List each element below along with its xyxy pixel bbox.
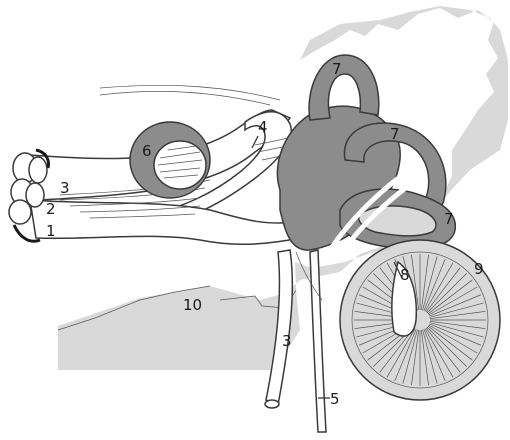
label-7-lateral: 7 (444, 210, 454, 228)
label-1: 1 (46, 222, 56, 240)
label-8: 8 (400, 266, 410, 284)
label-7-superior: 7 (332, 60, 342, 78)
nerve-descending-5 (310, 250, 326, 432)
lower-tissue (58, 286, 300, 370)
label-6: 6 (142, 142, 152, 160)
nerve-bundle-lower-tube (30, 200, 300, 244)
label-9: 9 (474, 260, 484, 278)
label-7-posterior: 7 (390, 125, 400, 143)
label-5: 5 (330, 390, 340, 408)
label-4: 4 (258, 118, 268, 136)
label-3-lower: 3 (282, 332, 292, 350)
label-2: 2 (46, 200, 56, 218)
nerve-descending-3-end (265, 400, 279, 408)
label-3-upper: 3 (60, 179, 70, 197)
label-10: 10 (183, 296, 202, 314)
